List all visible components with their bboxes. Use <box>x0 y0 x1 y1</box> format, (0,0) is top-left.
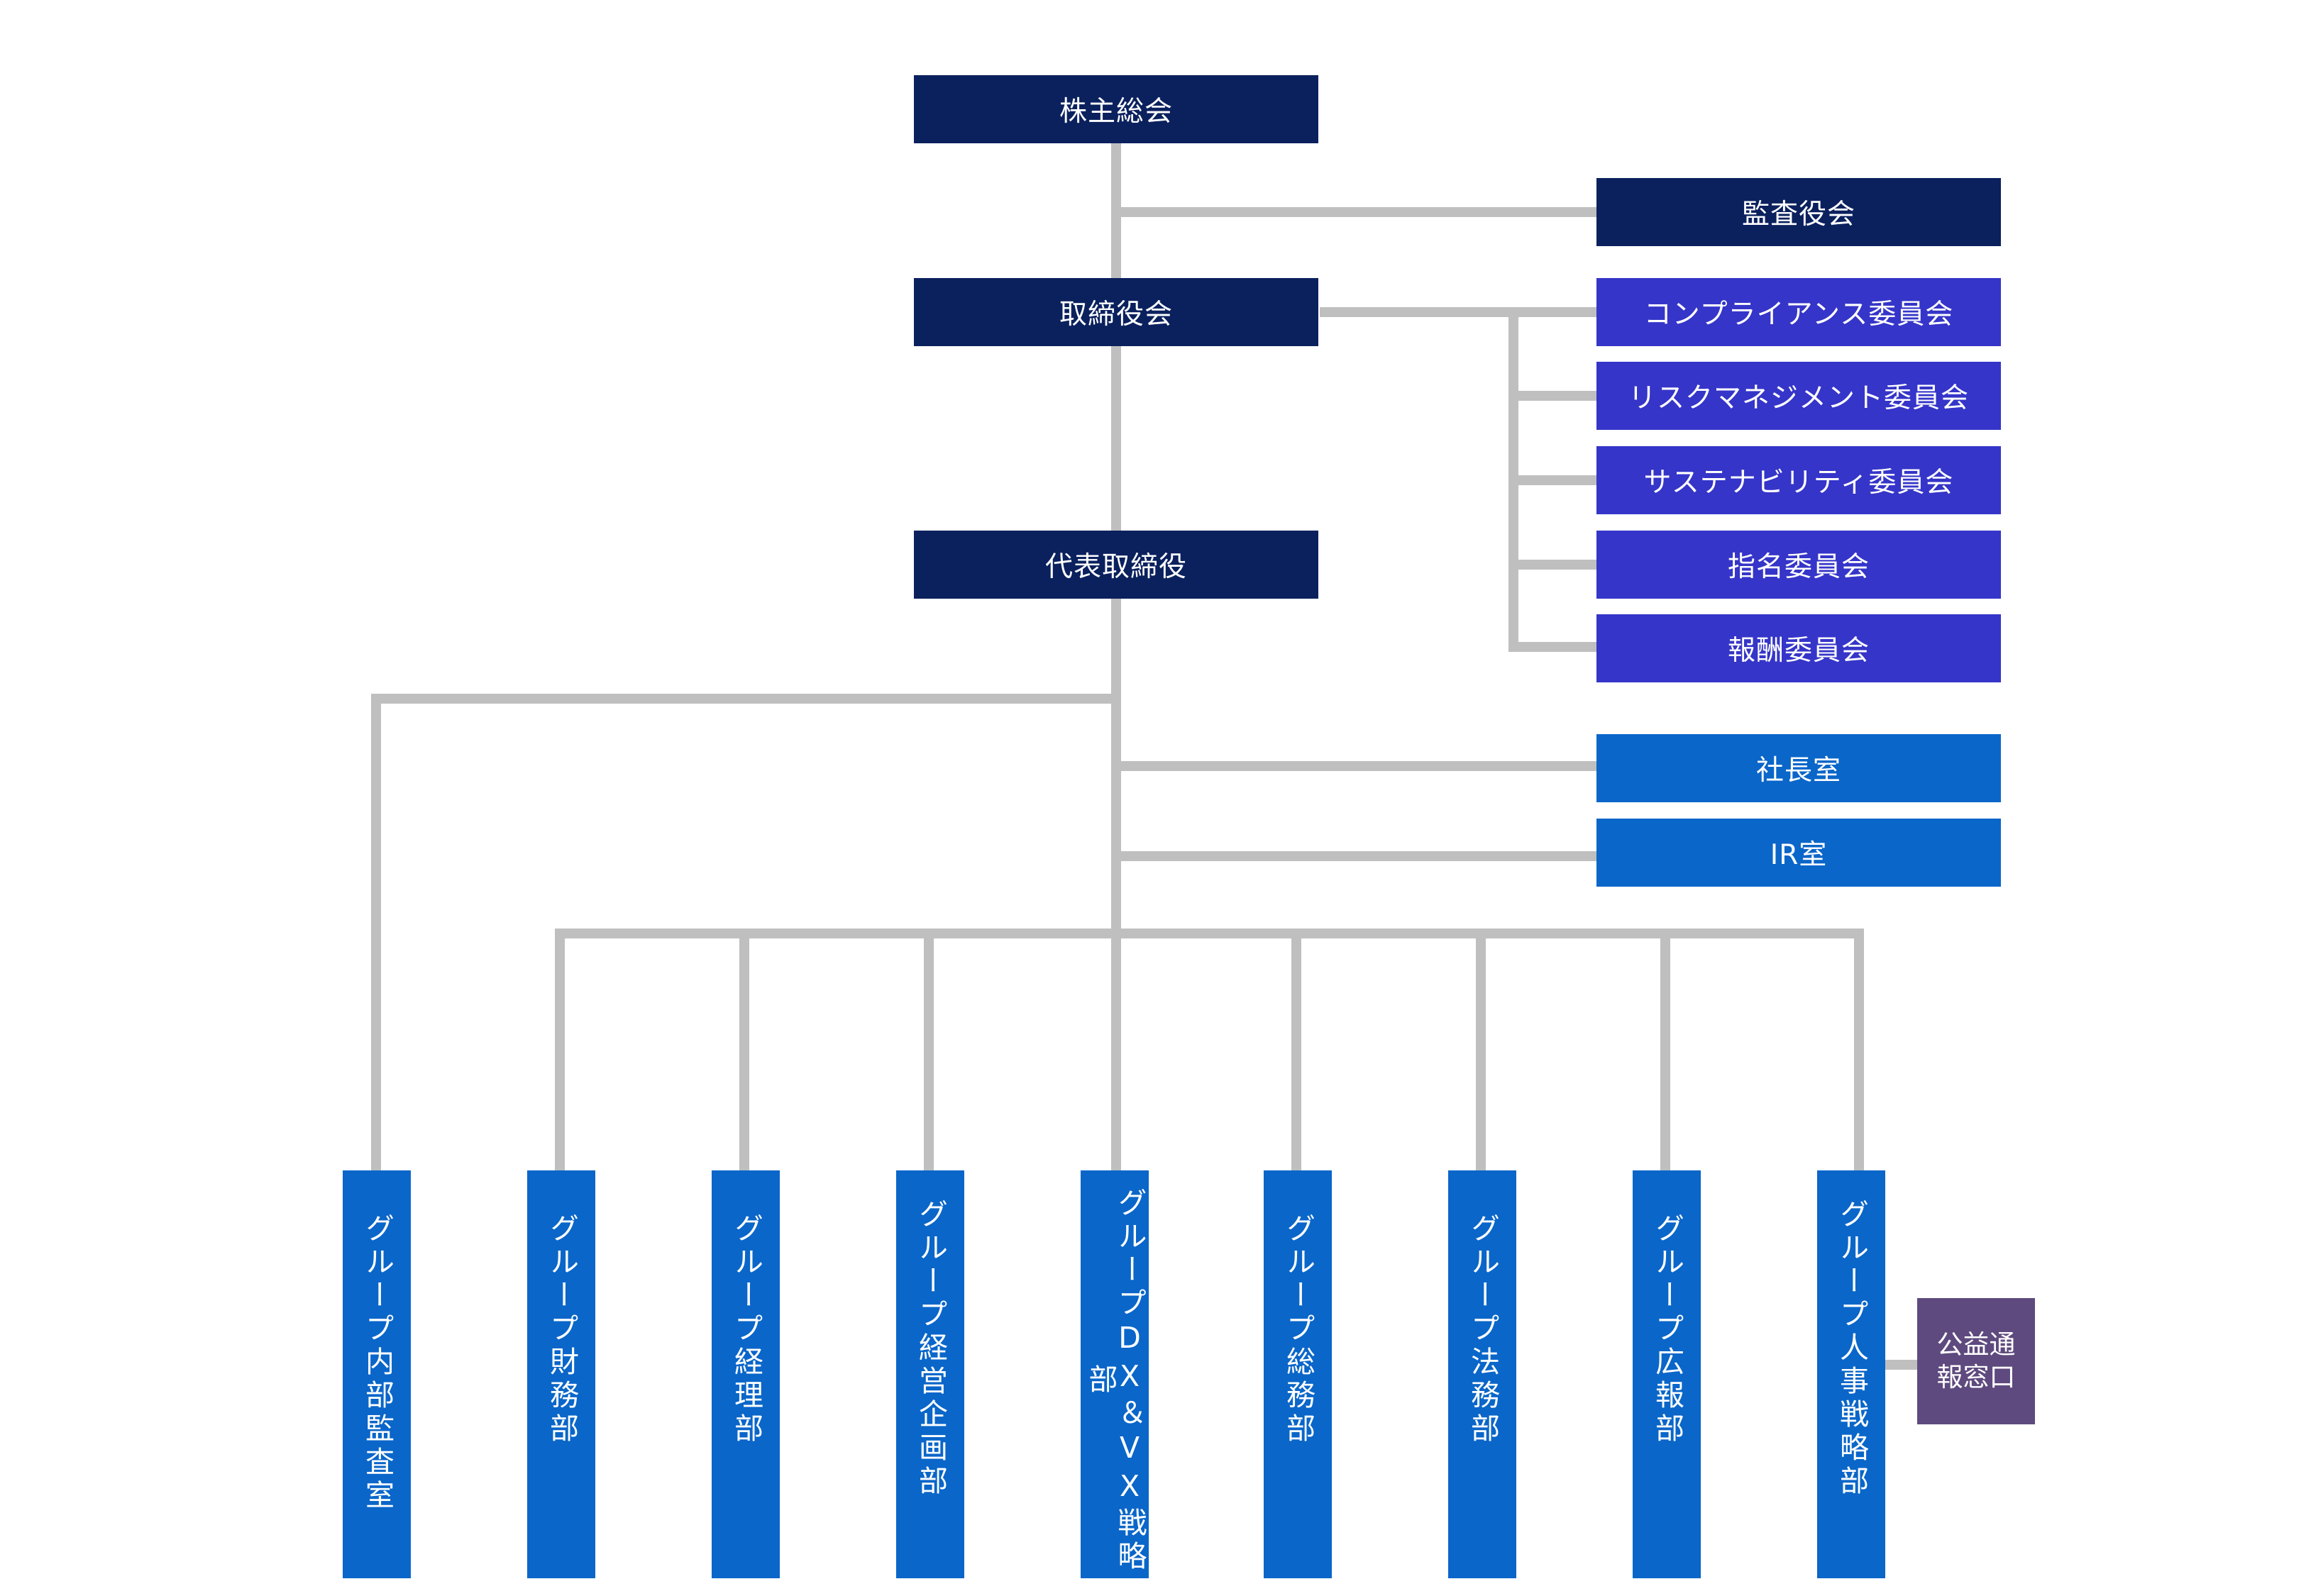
president-office-box: 社長室 <box>1596 734 2001 802</box>
connector-dept-2 <box>555 929 565 1170</box>
dept-finance-box: グループ財務部 <box>527 1170 595 1578</box>
dept-general-affairs-box: グループ総務部 <box>1264 1170 1332 1578</box>
representative-director-box: 代表取締役 <box>914 531 1318 599</box>
dept-legal-box: グループ法務部 <box>1448 1170 1516 1578</box>
dept-corporate-planning-box: グループ経営企画部 <box>896 1170 964 1578</box>
connector-whistleblower <box>1885 1360 1917 1370</box>
dept-internal-audit-box: グループ内部監査室 <box>343 1170 411 1578</box>
audit-board-box: 監査役会 <box>1596 178 2001 246</box>
connector-auditors <box>1116 207 1596 217</box>
dept-hr-strategy-box: グループ人事戦略部 <box>1817 1170 1885 1578</box>
dept-accounting-label: グループ経理部 <box>729 1213 763 1446</box>
connector-department-bus <box>555 929 1864 938</box>
compensation-committee-box: 報酬委員会 <box>1596 614 2001 682</box>
connector-board-committees <box>1320 307 1596 317</box>
connector-ir-office <box>1116 851 1596 861</box>
connector-dept-3 <box>739 929 749 1170</box>
connector-main-spine <box>1111 142 1121 1170</box>
dept-corporate-planning-label: グループ経営企画部 <box>913 1199 948 1499</box>
connector-dept-9 <box>1854 929 1864 1170</box>
connector-committee-3 <box>1508 475 1596 485</box>
compliance-committee-box: コンプライアンス委員会 <box>1596 278 2001 346</box>
connector-dept-6 <box>1291 929 1301 1170</box>
sustainability-committee-box: サステナビリティ委員会 <box>1596 446 2001 514</box>
dept-public-relations-box: グループ広報部 <box>1633 1170 1701 1578</box>
risk-management-committee-box: リスクマネジメント委員会 <box>1596 362 2001 430</box>
dept-general-affairs-label: グループ総務部 <box>1281 1213 1315 1446</box>
board-of-directors-box: 取締役会 <box>914 278 1318 346</box>
connector-internal-audit-v <box>371 694 381 1170</box>
whistleblower-desk-box: 公益通 報窓口 <box>1917 1298 2035 1424</box>
connector-committee-2 <box>1508 391 1596 401</box>
connector-president-office <box>1116 761 1596 771</box>
connector-committee-4 <box>1508 560 1596 570</box>
nomination-committee-box: 指名委員会 <box>1596 531 2001 599</box>
connector-dept-4 <box>924 929 934 1170</box>
dept-hr-strategy-label: グループ人事戦略部 <box>1834 1199 1869 1499</box>
connector-internal-audit-h <box>371 694 1116 704</box>
dept-finance-label: グループ財務部 <box>544 1213 579 1446</box>
dept-dx-vx-strategy-label: グループDX＆VX戦略部 <box>1083 1187 1147 1574</box>
connector-committee-5 <box>1508 642 1596 652</box>
connector-dept-7 <box>1476 929 1486 1170</box>
dept-public-relations-label: グループ広報部 <box>1650 1213 1684 1446</box>
ir-office-box: IR室 <box>1596 819 2001 887</box>
dept-accounting-box: グループ経理部 <box>712 1170 780 1578</box>
shareholders-meeting-box: 株主総会 <box>914 75 1318 143</box>
connector-dept-8 <box>1660 929 1670 1170</box>
dept-dx-vx-strategy-box: グループDX＆VX戦略部 <box>1081 1170 1149 1578</box>
dept-legal-label: グループ法務部 <box>1465 1213 1500 1446</box>
dept-internal-audit-label: グループ内部監査室 <box>360 1213 395 1513</box>
